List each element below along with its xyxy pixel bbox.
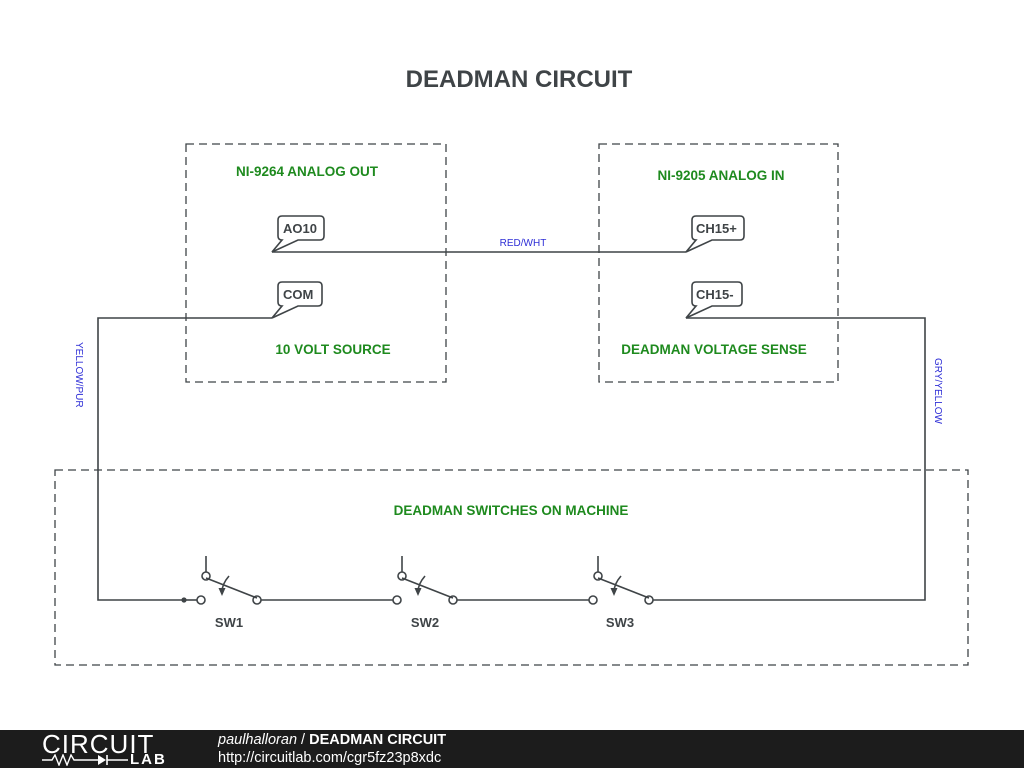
analog-out-box <box>185 143 447 383</box>
machine-title: DEADMAN SWITCHES ON MACHINE <box>394 503 629 518</box>
switch-sw1[interactable]: SW1 <box>196 556 262 630</box>
analog-out-caption: 10 VOLT SOURCE <box>275 342 390 357</box>
port-flag-com[interactable]: COM <box>271 281 323 319</box>
footer-separator: / <box>301 732 306 748</box>
circuitlab-logo-lab: LAB <box>130 751 167 768</box>
schematic-canvas: DEADMAN CIRCUIT NI-9264 ANALOG OUT 10 VO… <box>54 66 969 666</box>
footer-username[interactable]: paulhalloran <box>218 732 298 748</box>
junction-dot <box>181 597 187 603</box>
analog-in-box <box>598 143 839 383</box>
port-flag-ao10[interactable]: AO10 <box>271 215 325 253</box>
switch-label-sw3: SW3 <box>606 615 634 630</box>
schematic-title: DEADMAN CIRCUIT <box>406 66 633 93</box>
circuitlab-logo-text[interactable]: CIRCUIT <box>42 729 155 759</box>
wire-yellow-pur <box>97 317 272 601</box>
analog-in-title: NI-9205 ANALOG IN <box>657 168 784 183</box>
wire-label-red-wht: RED/WHT <box>500 238 547 249</box>
analog-in-caption: DEADMAN VOLTAGE SENSE <box>621 342 807 357</box>
port-label-com: COM <box>283 287 313 302</box>
port-label-ch15-plus: CH15+ <box>696 221 737 236</box>
footer-circuit-title: DEADMAN CIRCUIT <box>309 732 447 748</box>
port-label-ao10: AO10 <box>283 221 317 236</box>
footer-author-line: paulhalloran / DEADMAN CIRCUIT <box>218 731 446 749</box>
port-flag-ch15-minus[interactable]: CH15- <box>685 281 743 319</box>
port-flag-ch15-plus[interactable]: CH15+ <box>685 215 745 253</box>
machine-switches-box <box>54 469 969 666</box>
footer-bar: CIRCUIT LAB paulhalloran / DEADMAN CIRCU… <box>0 730 1024 768</box>
wire-gry-yellow <box>653 317 926 601</box>
resistor-diode-logo-icon <box>42 754 128 766</box>
switch-label-sw1: SW1 <box>215 615 243 630</box>
analog-out-title: NI-9264 ANALOG OUT <box>236 164 379 179</box>
switch-sw2[interactable]: SW2 <box>392 556 458 630</box>
port-label-ch15-minus: CH15- <box>696 287 734 302</box>
wire-label-yellow-pur: YELLOW/PUR <box>73 342 84 408</box>
wire-label-gry-yellow: GRY/YELLOW <box>932 358 943 425</box>
switch-sw3[interactable]: SW3 <box>588 556 654 630</box>
switch-label-sw2: SW2 <box>411 615 439 630</box>
footer-url-link[interactable]: http://circuitlab.com/cgr5fz23p8xdc <box>218 750 442 766</box>
